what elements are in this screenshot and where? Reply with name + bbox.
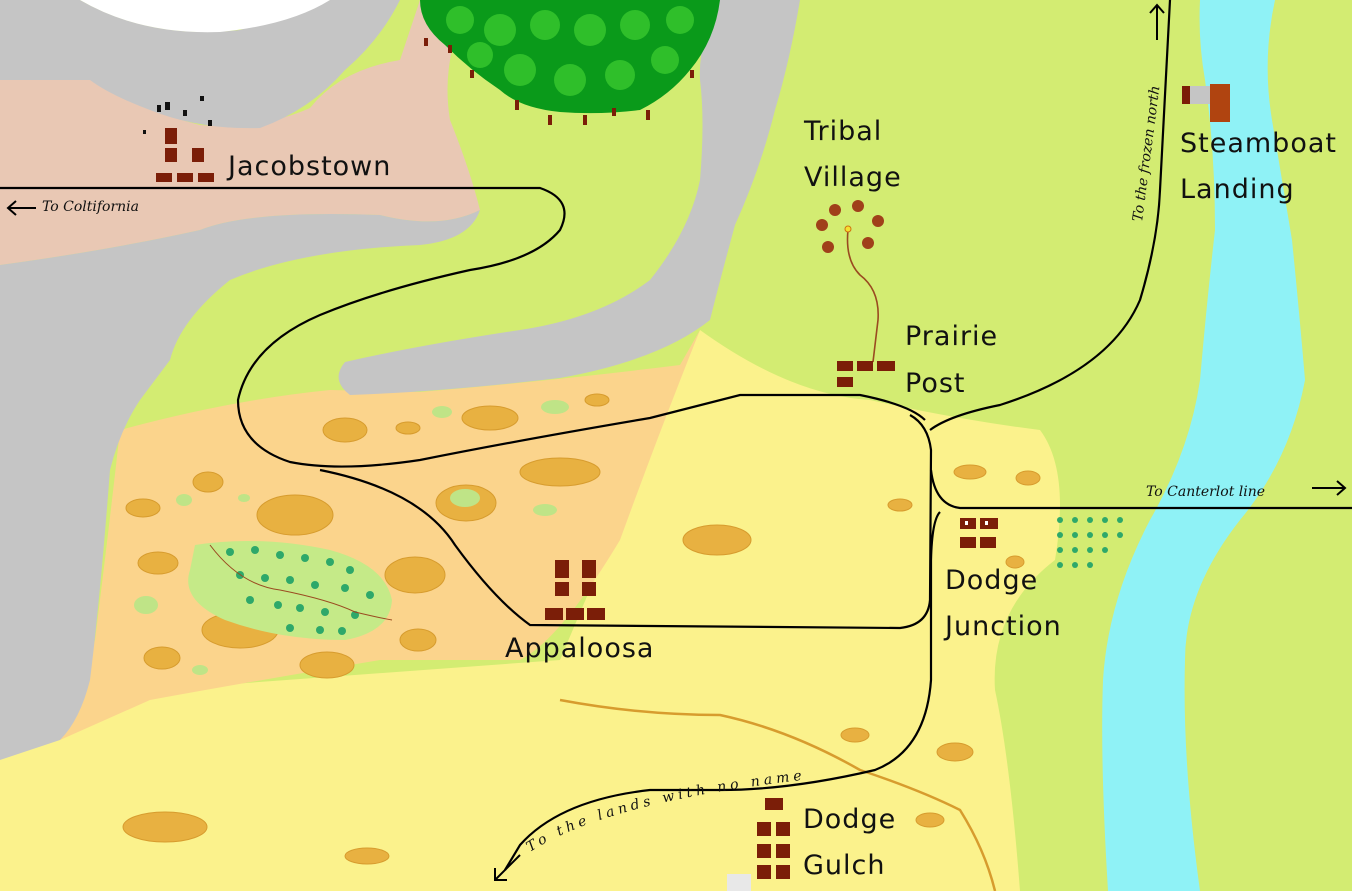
label-appaloosa: Appaloosa [505,633,654,664]
plains-region [0,330,1060,891]
forest-icon [420,0,720,125]
label-steamboat-landing-2: Landing [1180,174,1295,205]
label-steamboat-landing-1: Steamboat [1180,128,1337,159]
mine-markers [143,96,212,134]
snow-cap [80,0,330,33]
river-icon [1102,0,1305,891]
label-prairie-post-1: Prairie [905,321,998,352]
label-prairie-post-2: Post [905,368,966,399]
tent-icon [816,200,884,253]
steamboat-icon [1182,84,1230,122]
label-jacobstown: Jacobstown [226,151,391,182]
prairie-post-buildings [837,361,895,387]
label-dodge-gulch-2: Gulch [803,850,886,881]
label-to-canterlot: To Canterlot line [1146,484,1265,500]
appaloosa-buildings [545,560,605,620]
dodge-gulch-buildings [757,798,790,879]
label-dodge-junction-1: Dodge [945,565,1038,596]
oasis [188,541,393,640]
north-mountains [0,0,400,129]
orchard-east [1057,517,1123,568]
town-buildings-icon [156,128,214,182]
label-tribal-village-1: Tribal [803,116,882,147]
badlands-region [0,0,480,265]
label-to-coltifornia: To Coltifornia [42,199,139,215]
west-mountains [0,210,480,760]
arrow-icon [6,3,1347,881]
label-dodge-gulch-1: Dodge [803,804,896,835]
label-dodge-junction-2: Junction [943,611,1062,642]
creek [559,698,997,891]
label-tribal-village-2: Village [804,162,902,193]
central-ridge [338,0,800,395]
tribal-trail [846,229,879,363]
rocks [122,393,1041,865]
railway [0,0,1352,871]
